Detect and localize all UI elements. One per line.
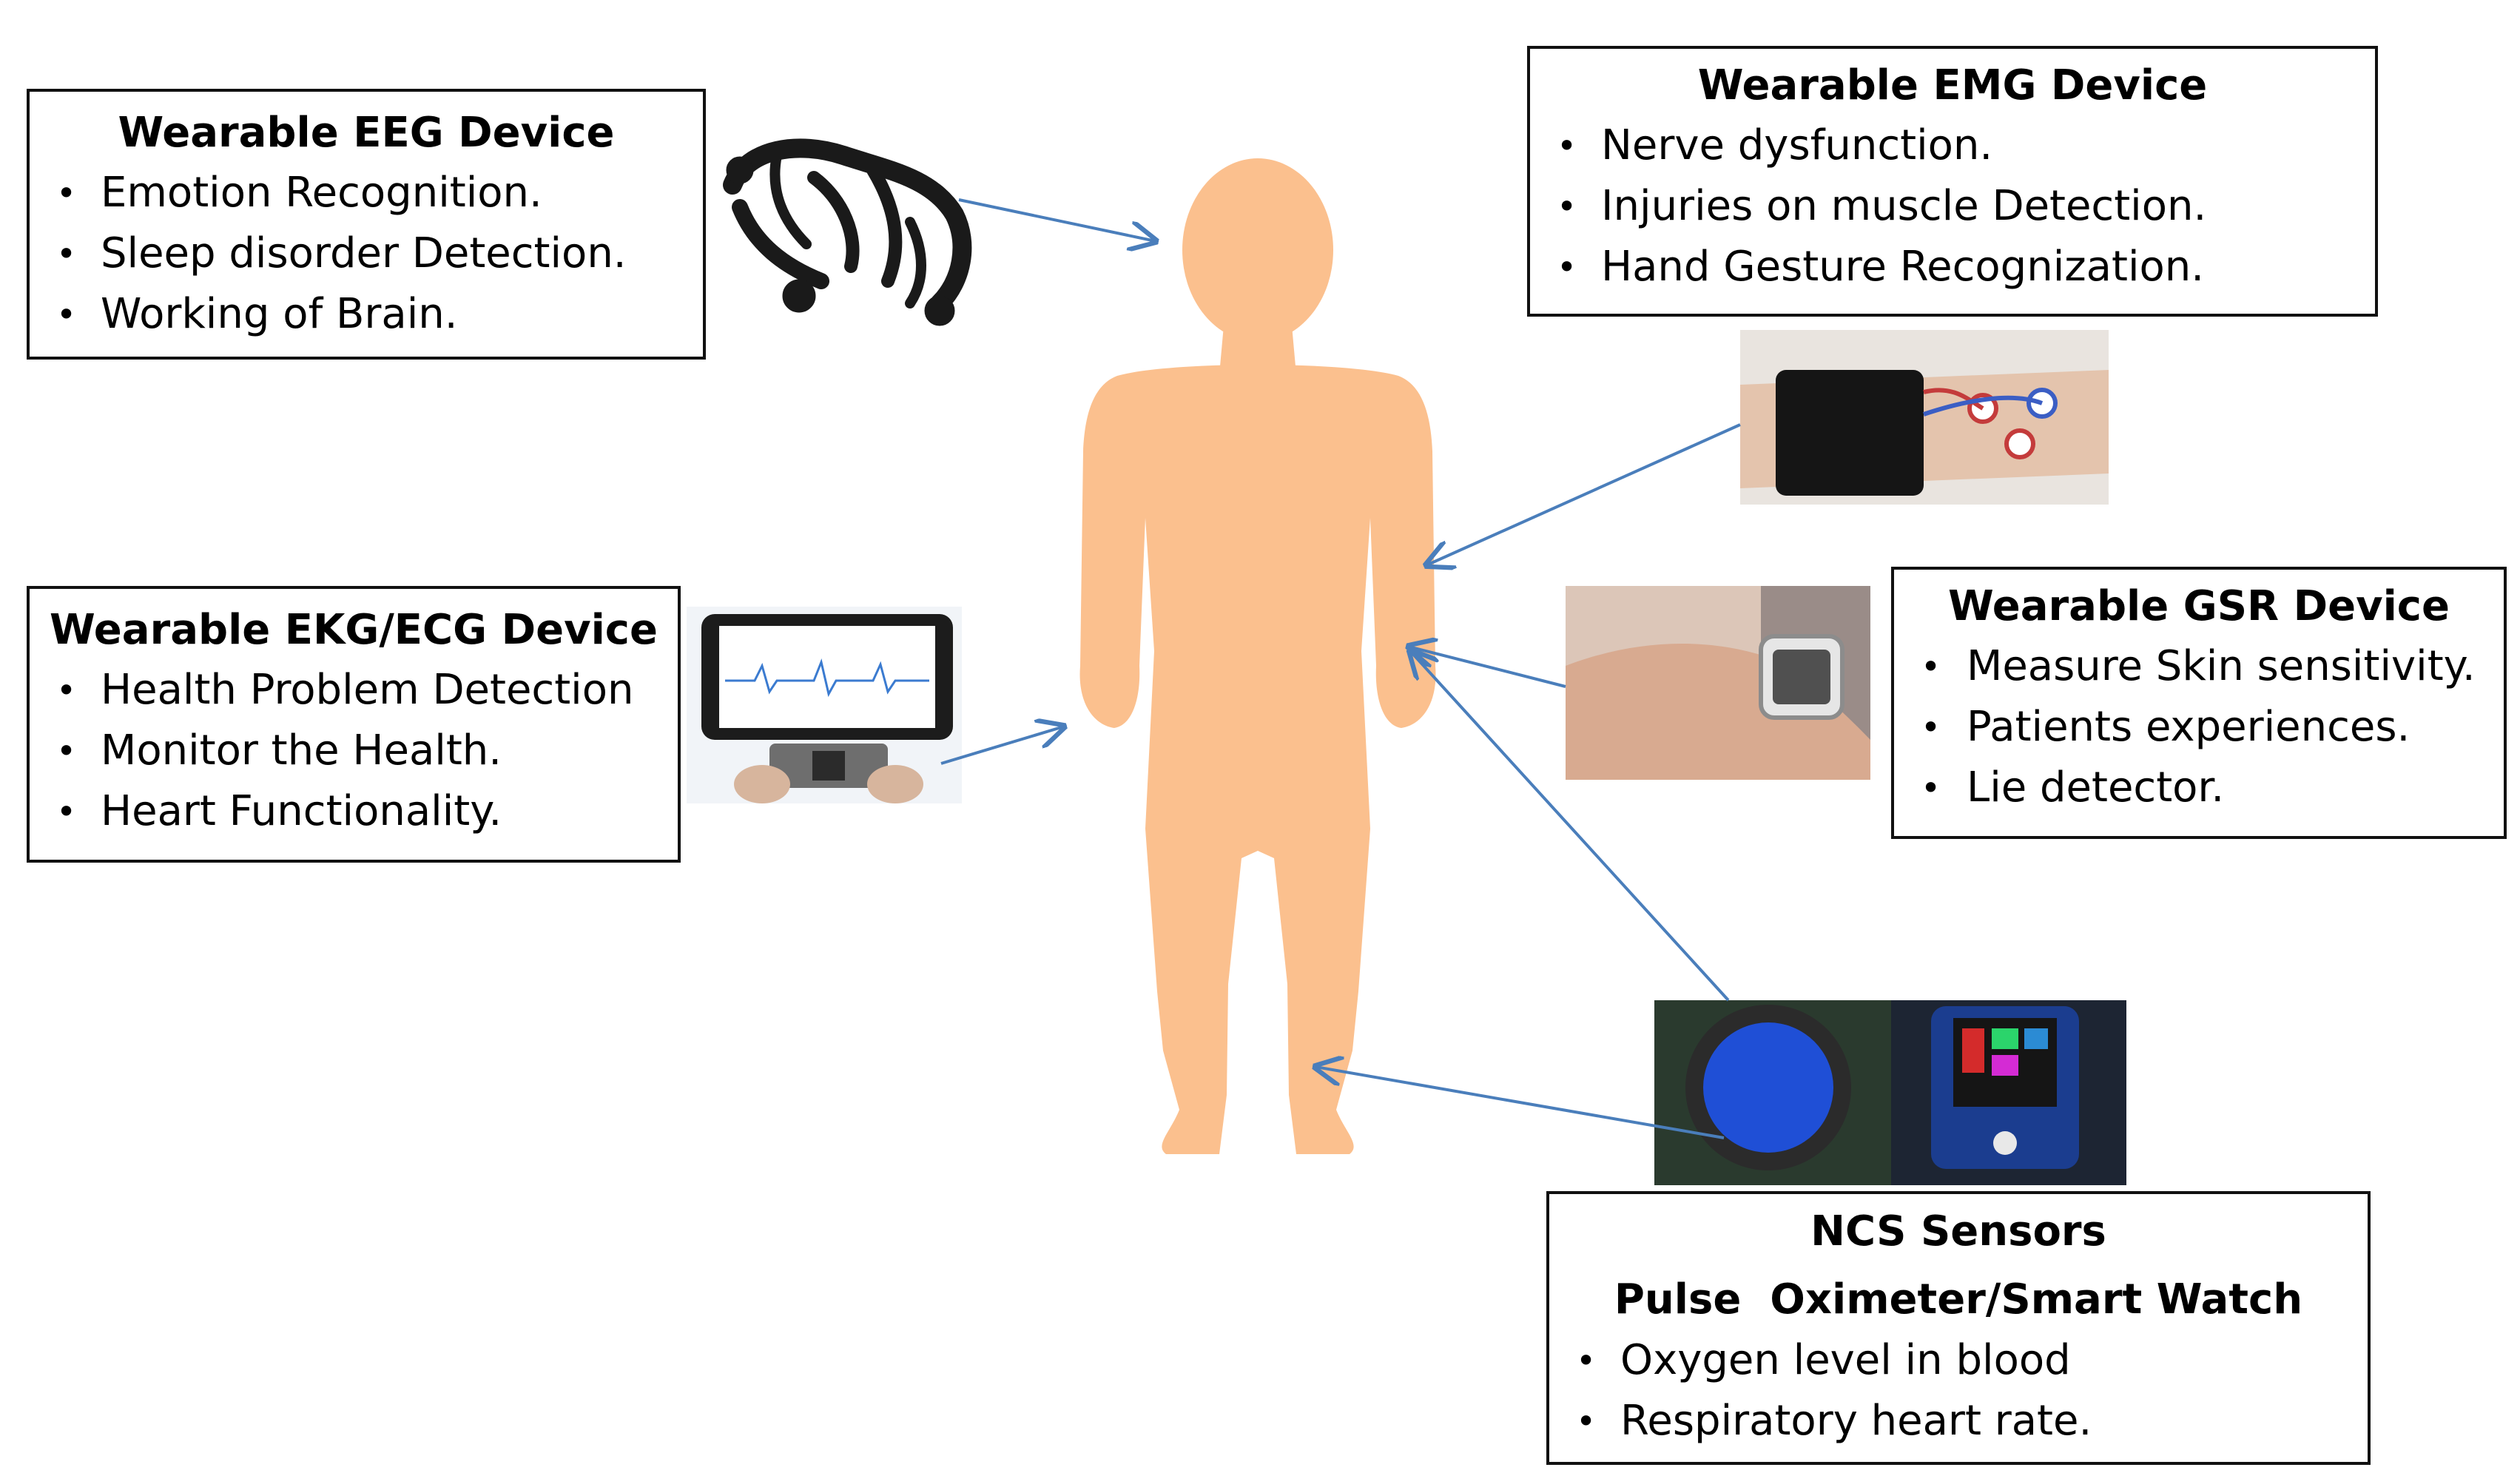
ncs-box-title: NCS Sensors	[1810, 1207, 2106, 1255]
eeg-headset-image	[723, 138, 972, 326]
ncs-sensors-box: NCS Sensors Pulse Oximeter/Smart Watch O…	[1546, 1191, 2371, 1465]
connector-arrows	[940, 198, 1741, 1139]
eeg-use-item: Emotion Recognition.	[30, 163, 703, 223]
ecg-use-item: Heart Functionality.	[30, 781, 678, 842]
ncs-use-list: Oxygen level in blood Respiratory heart …	[1549, 1330, 2368, 1452]
gsr-use-list: Measure Skin sensitivity. Patients exper…	[1894, 636, 2504, 818]
emg-use-list: Nerve dysfunction. Injuries on muscle De…	[1530, 115, 2375, 297]
gsr-watch-image	[1566, 586, 1870, 780]
arrow-emg-to-shoulder	[1426, 423, 1741, 565]
eeg-use-item: Sleep disorder Detection.	[30, 223, 703, 284]
emg-box-title: Wearable EMG Device	[1697, 61, 2208, 109]
eeg-device-box: Wearable EEG Device Emotion Recognition.…	[27, 89, 706, 360]
arrow-ncs-to-arm	[1410, 651, 1730, 1002]
ncs-oximeter-watch-image	[1654, 1000, 2126, 1185]
ecg-use-item: Health Problem Detection	[30, 660, 678, 721]
gsr-use-item: Patients experiences.	[1894, 697, 2504, 758]
arrow-ecg-to-hand	[940, 727, 1064, 765]
ncs-use-item: Respiratory heart rate.	[1549, 1391, 2368, 1452]
gsr-use-item: Lie detector.	[1894, 758, 2504, 818]
arrow-eeg-to-head	[958, 198, 1156, 241]
ncs-box-subtitle: Pulse Oximeter/Smart Watch	[1614, 1275, 2303, 1324]
ecg-box-title: Wearable EKG/ECG Device	[50, 606, 658, 654]
human-body-silhouette	[1079, 158, 1436, 1154]
ecg-device-box: Wearable EKG/ECG Device Health Problem D…	[27, 586, 681, 863]
eeg-use-item: Working of Brain.	[30, 284, 703, 345]
emg-use-item: Nerve dysfunction.	[1530, 115, 2375, 176]
eeg-box-title: Wearable EEG Device	[118, 109, 615, 157]
gsr-use-item: Measure Skin sensitivity.	[1894, 636, 2504, 697]
ncs-use-item: Oxygen level in blood	[1549, 1330, 2368, 1391]
emg-use-item: Hand Gesture Recognization.	[1530, 237, 2375, 297]
ecg-use-item: Monitor the Health.	[30, 721, 678, 781]
emg-use-item: Injuries on muscle Detection.	[1530, 176, 2375, 237]
ecg-use-list: Health Problem Detection Monitor the Hea…	[30, 660, 678, 842]
arrow-ncs-to-leg	[1315, 1067, 1725, 1139]
eeg-use-list: Emotion Recognition. Sleep disorder Dete…	[30, 163, 703, 345]
ecg-phone-image	[687, 607, 962, 803]
gsr-device-box: Wearable GSR Device Measure Skin sensiti…	[1891, 567, 2507, 839]
emg-armband-image	[1740, 330, 2109, 505]
gsr-box-title: Wearable GSR Device	[1948, 582, 2450, 630]
emg-device-box: Wearable EMG Device Nerve dysfunction. I…	[1527, 46, 2378, 317]
